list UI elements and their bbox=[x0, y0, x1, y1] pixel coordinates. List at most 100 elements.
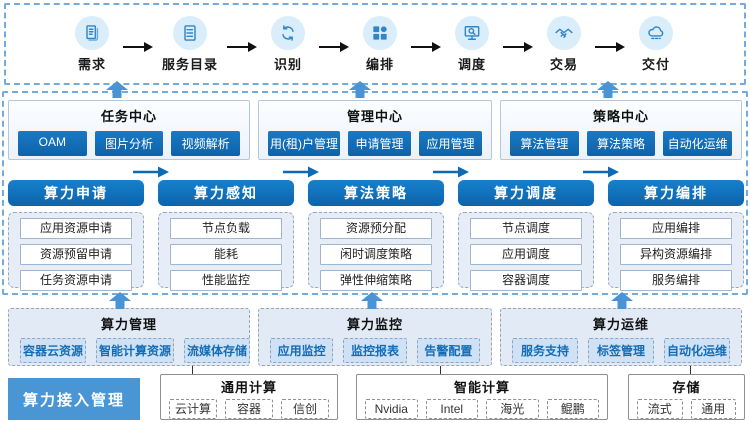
group-title: 算力运维 bbox=[592, 317, 649, 332]
infra-chip: 通用 bbox=[690, 399, 736, 419]
infra-chip: Intel bbox=[425, 399, 478, 419]
column-items-sense: 节点负载 能耗 性能监控 bbox=[158, 212, 294, 291]
node-chip: 监控报表 bbox=[343, 338, 407, 363]
center-items: OAM 图片分析 视频解析 bbox=[9, 125, 249, 156]
connector-line bbox=[690, 366, 691, 375]
center-title: 管理中心 bbox=[346, 109, 403, 124]
infra-chip: 鲲鹏 bbox=[546, 399, 599, 419]
right-arrow-icon bbox=[283, 166, 319, 178]
group-box-manage: 算力管理 容器云资源 智能计算资源 流媒体存储 bbox=[8, 308, 251, 366]
infra-chip: 信创 bbox=[281, 399, 329, 419]
group-items: 应用监控 监控报表 告警配置 bbox=[259, 333, 491, 363]
flow-step-label: 识别 bbox=[273, 57, 302, 72]
infra-items: 流式 通用 bbox=[629, 396, 744, 419]
group-box-operate: 算力运维 服务支持 标签管理 自动化运维 bbox=[500, 308, 742, 366]
flow-step-schedule: 调度 bbox=[450, 16, 494, 73]
infra-chip: 海光 bbox=[486, 399, 539, 419]
connector-line bbox=[192, 366, 193, 375]
column-items-policy: 资源预分配 闲时调度策略 弹性伸缩策略 bbox=[308, 212, 444, 291]
column-header: 算力编排 bbox=[608, 180, 744, 206]
node-box: 服务编排 bbox=[620, 270, 732, 291]
center-title: 任务中心 bbox=[100, 109, 157, 124]
node-chip: 告警配置 bbox=[416, 338, 480, 363]
node-box: 节点负载 bbox=[170, 218, 282, 239]
column-header: 算法策略 bbox=[308, 180, 444, 206]
flow-arrow-icon bbox=[227, 42, 257, 52]
node-chip: 智能计算资源 bbox=[96, 338, 175, 363]
cloud-icon bbox=[639, 16, 673, 50]
node-box: 应用编排 bbox=[620, 218, 732, 239]
column-header: 算力调度 bbox=[458, 180, 594, 206]
right-arrow-icon bbox=[433, 166, 469, 178]
node-chip: 标签管理 bbox=[588, 338, 654, 363]
up-arrow-icon bbox=[349, 81, 371, 98]
connector-line bbox=[440, 366, 441, 375]
access-management-box: 算力接入管理 bbox=[8, 378, 140, 420]
up-arrow-icon bbox=[361, 292, 383, 309]
column-header: 算力感知 bbox=[158, 180, 294, 206]
up-arrow-icon bbox=[109, 292, 131, 309]
flow-step-label: 需求 bbox=[77, 57, 106, 72]
node-button: 算法策略 bbox=[586, 131, 656, 156]
node-box: 弹性伸缩策略 bbox=[320, 270, 432, 291]
flow-step-label: 调度 bbox=[457, 57, 486, 72]
flow-step-orchestrate: 编排 bbox=[358, 16, 402, 73]
up-arrow-icon bbox=[611, 292, 633, 309]
node-box: 性能监控 bbox=[170, 270, 282, 291]
catalog-icon bbox=[172, 16, 207, 50]
infra-box-storage: 存储 流式 通用 bbox=[628, 374, 745, 420]
flow-step-trade: 交易 bbox=[542, 16, 586, 73]
center-title: 策略中心 bbox=[592, 109, 649, 124]
node-chip: 服务支持 bbox=[512, 338, 578, 363]
node-box: 节点调度 bbox=[470, 218, 582, 239]
document-icon bbox=[74, 16, 109, 50]
column-items-apply: 应用资源申请 资源预留申请 任务资源申请 bbox=[8, 212, 144, 291]
top-flow-frame bbox=[4, 3, 746, 85]
infra-box-general-compute: 通用计算 云计算 容器 信创 bbox=[160, 374, 338, 420]
node-box: 容器调度 bbox=[470, 270, 582, 291]
node-chip: 流媒体存储 bbox=[184, 338, 251, 363]
flow-arrow-icon bbox=[503, 42, 533, 52]
infra-items: Nvidia Intel 海光 鲲鹏 bbox=[357, 396, 607, 419]
flow-arrow-icon bbox=[595, 42, 625, 52]
column-header: 算力申请 bbox=[8, 180, 144, 206]
node-box: 资源预留申请 bbox=[20, 244, 132, 265]
center-items: 算法管理 算法策略 自动化运维 bbox=[501, 125, 741, 156]
node-box: 异构资源编排 bbox=[620, 244, 732, 265]
node-box: 能耗 bbox=[170, 244, 282, 265]
node-button: OAM bbox=[18, 131, 87, 156]
flow-step-deliver: 交付 bbox=[634, 16, 678, 73]
infra-chip: 流式 bbox=[637, 399, 683, 419]
center-items: 用(租)户管理 申请管理 应用管理 bbox=[259, 125, 491, 156]
infra-box-smart-compute: 智能计算 Nvidia Intel 海光 鲲鹏 bbox=[356, 374, 608, 420]
node-box: 任务资源申请 bbox=[20, 270, 132, 291]
service-flow: 需求 服务目录 识别 bbox=[4, 3, 744, 73]
node-button: 应用管理 bbox=[419, 131, 482, 156]
flow-arrow-icon bbox=[122, 42, 153, 52]
infra-chip: Nvidia bbox=[365, 399, 418, 419]
node-button: 算法管理 bbox=[510, 131, 579, 156]
right-arrow-icon bbox=[133, 166, 169, 178]
node-box: 闲时调度策略 bbox=[320, 244, 432, 265]
flow-step-label: 交付 bbox=[641, 57, 670, 72]
center-box-management: 管理中心 用(租)户管理 申请管理 应用管理 bbox=[258, 100, 492, 160]
up-arrow-icon bbox=[106, 81, 128, 98]
center-box-task: 任务中心 OAM 图片分析 视频解析 bbox=[8, 100, 250, 160]
platform-frame bbox=[2, 91, 748, 295]
node-chip: 容器云资源 bbox=[20, 338, 87, 363]
flow-arrow-icon bbox=[411, 42, 441, 52]
up-arrow-icon bbox=[597, 81, 619, 98]
group-title: 算力管理 bbox=[100, 317, 157, 332]
flow-step-label: 服务目录 bbox=[161, 57, 218, 72]
group-items: 容器云资源 智能计算资源 流媒体存储 bbox=[9, 333, 251, 363]
node-button: 申请管理 bbox=[348, 131, 411, 156]
flow-step-label: 交易 bbox=[549, 57, 578, 72]
infra-items: 云计算 容器 信创 bbox=[161, 396, 337, 419]
infra-title: 存储 bbox=[672, 380, 701, 395]
flow-step-identify: 识别 bbox=[266, 16, 310, 73]
column-items-schedule: 节点调度 应用调度 容器调度 bbox=[458, 212, 594, 291]
group-items: 服务支持 标签管理 自动化运维 bbox=[501, 333, 741, 363]
handshake-icon bbox=[547, 16, 581, 50]
node-button: 用(租)户管理 bbox=[268, 131, 340, 156]
